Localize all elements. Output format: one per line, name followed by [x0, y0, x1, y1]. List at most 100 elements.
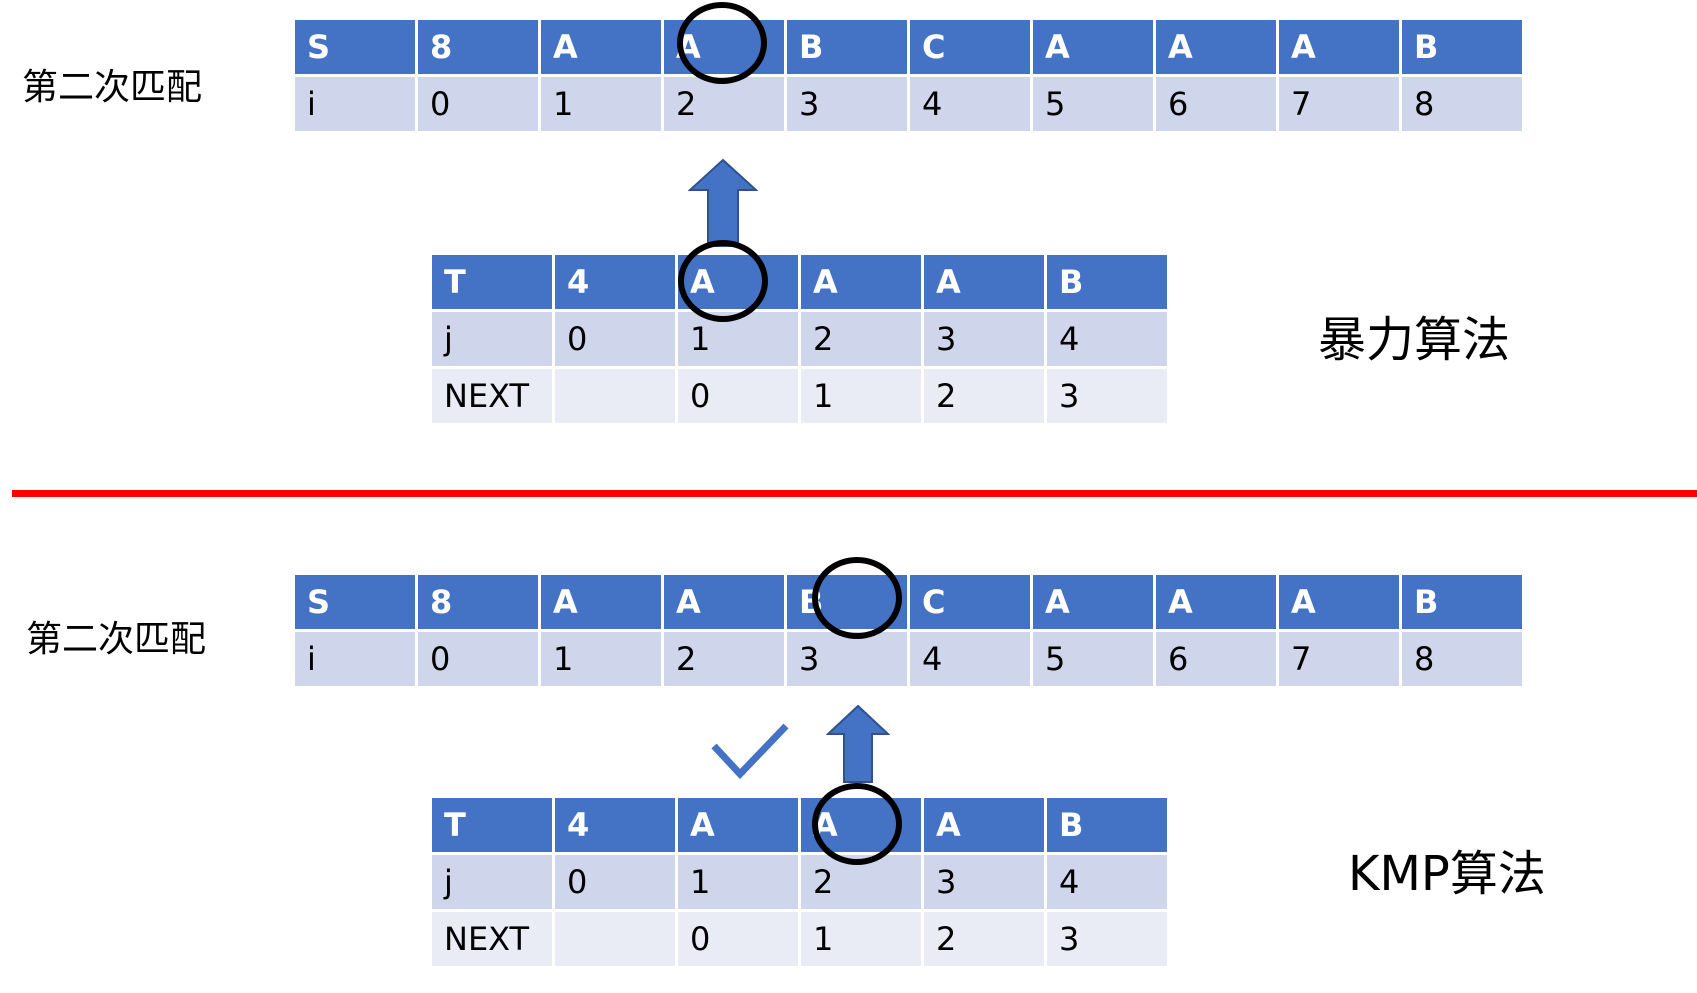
t-j-row: j 0 1 2 3 4: [432, 855, 1167, 909]
kmp-label: KMP算法: [1348, 846, 1546, 902]
i-cell: 8: [1402, 77, 1522, 131]
s-index-row: i 0 1 2 3 4 5 6 7 8: [295, 632, 1522, 686]
i-cell: 4: [910, 632, 1030, 686]
s-cell: A: [1279, 575, 1399, 629]
brute-force-label: 暴力算法: [1318, 312, 1511, 368]
next-cell: 1: [801, 912, 921, 966]
j-cell: j: [432, 312, 552, 366]
i-cell: 4: [910, 77, 1030, 131]
s-cell: A: [1279, 20, 1399, 74]
j-cell: 4: [1047, 855, 1167, 909]
bottom-s-compare-circle: [812, 557, 902, 639]
t-cell: A: [801, 255, 921, 309]
s-cell: S: [295, 575, 415, 629]
top-t-table: T 4 A A A B j 0 1 2 3 4 NEXT 0 1 2 3: [429, 252, 1170, 426]
j-cell: 0: [555, 855, 675, 909]
t-cell: 4: [555, 798, 675, 852]
i-cell: 0: [418, 77, 538, 131]
j-cell: 1: [678, 855, 798, 909]
top-up-arrow: [688, 158, 758, 247]
i-cell: 0: [418, 632, 538, 686]
bottom-t-compare-circle: [812, 783, 902, 865]
t-j-row: j 0 1 2 3 4: [432, 312, 1167, 366]
bottom-t-table: T 4 A A A B j 0 1 2 3 4 NEXT 0 1 2 3: [429, 795, 1170, 969]
i-cell: 6: [1156, 77, 1276, 131]
next-cell: 0: [678, 912, 798, 966]
arrow-shape: [688, 158, 758, 247]
s-cell: 8: [418, 575, 538, 629]
s-cell: C: [910, 575, 1030, 629]
bottom-up-arrow: [826, 704, 890, 783]
next-cell: NEXT: [432, 369, 552, 423]
i-cell: 6: [1156, 632, 1276, 686]
s-cell: A: [1156, 20, 1276, 74]
i-cell: i: [295, 632, 415, 686]
next-cell: 2: [924, 369, 1044, 423]
next-cell: 3: [1047, 369, 1167, 423]
j-cell: j: [432, 855, 552, 909]
check-stroke: [711, 723, 789, 780]
s-index-row: i 0 1 2 3 4 5 6 7 8: [295, 77, 1522, 131]
s-cell: A: [664, 575, 784, 629]
next-cell: 3: [1047, 912, 1167, 966]
bottom-match-label: 第二次匹配: [26, 619, 207, 660]
t-cell: B: [1047, 798, 1167, 852]
s-cell: 8: [418, 20, 538, 74]
j-cell: 4: [1047, 312, 1167, 366]
s-cell: C: [910, 20, 1030, 74]
s-header-row: S 8 A A B C A A A B: [295, 20, 1522, 74]
s-cell: B: [1402, 575, 1522, 629]
t-cell: 4: [555, 255, 675, 309]
s-cell: B: [1402, 20, 1522, 74]
i-cell: 1: [541, 632, 661, 686]
top-match-label: 第二次匹配: [22, 67, 203, 108]
check-icon: [711, 723, 789, 780]
i-cell: 7: [1279, 77, 1399, 131]
j-cell: 3: [924, 855, 1044, 909]
section-divider: [12, 490, 1697, 497]
i-cell: 3: [787, 77, 907, 131]
next-cell: 2: [924, 912, 1044, 966]
j-cell: 0: [555, 312, 675, 366]
t-cell: T: [432, 798, 552, 852]
t-header-row: T 4 A A A B: [432, 255, 1167, 309]
top-t-mismatch-circle: [678, 240, 768, 322]
i-cell: 2: [664, 77, 784, 131]
s-header-row: S 8 A A B C A A A B: [295, 575, 1522, 629]
s-cell: A: [1033, 20, 1153, 74]
top-s-mismatch-circle: [677, 2, 767, 84]
t-cell: B: [1047, 255, 1167, 309]
t-cell: T: [432, 255, 552, 309]
t-cell: A: [678, 798, 798, 852]
s-cell: B: [787, 20, 907, 74]
top-s-table: S 8 A A B C A A A B i 0 1 2 3 4 5 6 7 8: [292, 17, 1525, 134]
j-cell: 3: [924, 312, 1044, 366]
s-cell: A: [541, 575, 661, 629]
arrow-shape: [826, 704, 890, 783]
i-cell: 7: [1279, 632, 1399, 686]
s-cell: S: [295, 20, 415, 74]
i-cell: i: [295, 77, 415, 131]
bottom-s-table: S 8 A A B C A A A B i 0 1 2 3 4 5 6 7 8: [292, 572, 1525, 689]
j-cell: 1: [678, 312, 798, 366]
i-cell: 1: [541, 77, 661, 131]
next-cell: 1: [801, 369, 921, 423]
t-header-row: T 4 A A A B: [432, 798, 1167, 852]
t-cell: A: [924, 798, 1044, 852]
next-cell: [555, 369, 675, 423]
i-cell: 3: [787, 632, 907, 686]
s-cell: A: [1156, 575, 1276, 629]
s-cell: A: [1033, 575, 1153, 629]
next-cell: 0: [678, 369, 798, 423]
t-next-row: NEXT 0 1 2 3: [432, 369, 1167, 423]
i-cell: 8: [1402, 632, 1522, 686]
i-cell: 2: [664, 632, 784, 686]
t-next-row: NEXT 0 1 2 3: [432, 912, 1167, 966]
i-cell: 5: [1033, 632, 1153, 686]
next-cell: [555, 912, 675, 966]
s-cell: A: [541, 20, 661, 74]
i-cell: 5: [1033, 77, 1153, 131]
t-cell: A: [924, 255, 1044, 309]
next-cell: NEXT: [432, 912, 552, 966]
j-cell: 2: [801, 312, 921, 366]
